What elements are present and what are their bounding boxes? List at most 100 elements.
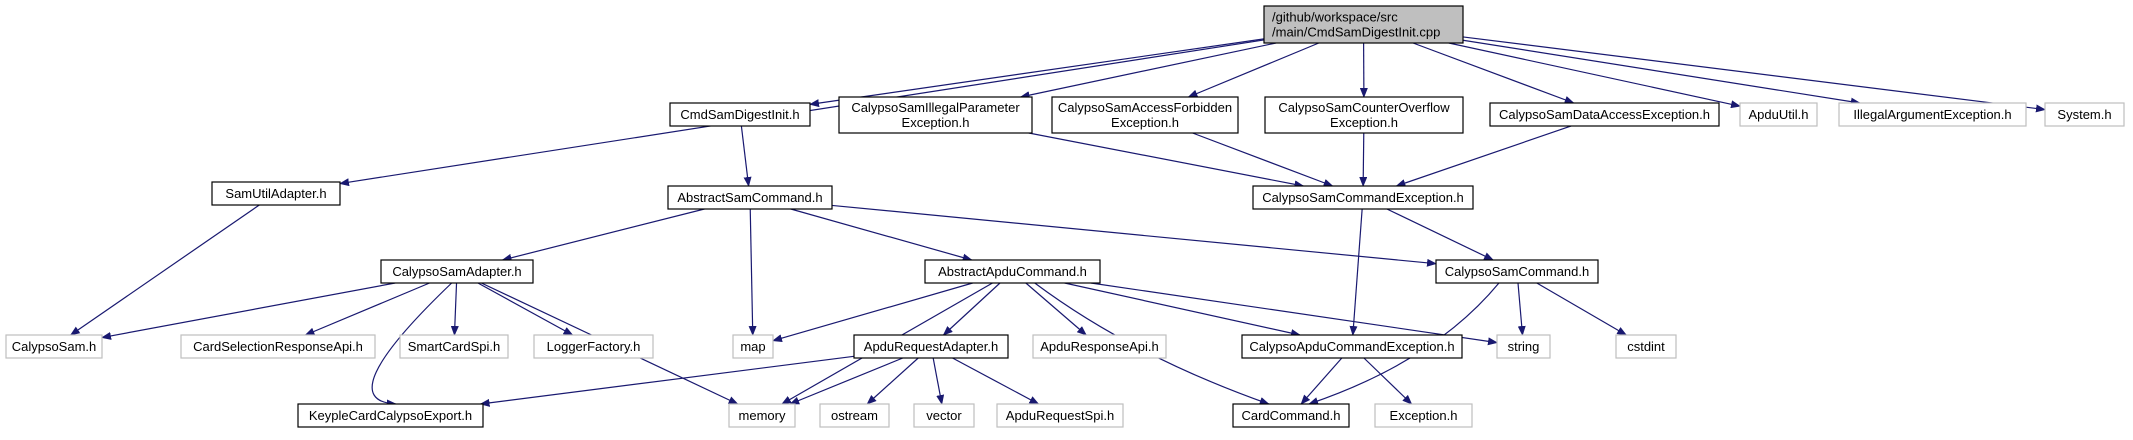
edge-apdurequestadapter-to-apdurequestspi [952,357,1040,405]
node-box [819,403,890,428]
node-label: CalypsoSamAccessForbidden [1058,100,1232,115]
node-box [1374,403,1473,428]
node-label: ApduRequestSpi.h [1006,408,1114,423]
node-label: ApduUtil.h [1749,107,1809,122]
node-root[interactable]: /github/workspace/src/main/CmdSamDigestI… [1263,5,1464,44]
node-cstdint: cstdint [1615,334,1677,359]
node-apduutil: ApduUtil.h [1739,102,1818,127]
node-box [1739,102,1818,127]
node-label: CalypsoSamIllegalParameter [851,100,1020,115]
node-box [996,403,1124,428]
node-box [533,334,654,359]
node-label: AbstractSamCommand.h [677,190,822,205]
node-illegalarg: IllegalArgumentException.h [1838,102,2027,127]
node-label: cstdint [1627,339,1665,354]
node-box [1615,334,1677,359]
edge-samadapter-to-cardselectionresponse [304,282,430,336]
edge-apducommandexception-to-cardcommand [1300,357,1343,405]
edge-apdurequestadapter-to-memory [789,357,904,405]
node-box [211,181,341,206]
edge-apdurequestadapter-to-keyplexport [479,355,855,407]
node-string: string [1496,334,1551,359]
node-apduresponseapi: ApduResponseApi.h [1032,334,1167,359]
node-box [1252,185,1474,210]
node-apdurequestadapter[interactable]: ApduRequestAdapter.h [853,334,1009,359]
node-label: IllegalArgumentException.h [1853,107,2011,122]
node-box [913,403,975,428]
node-label: System.h [2057,107,2111,122]
edge-abstractapducommand-to-map [772,282,973,343]
node-samutiladapter[interactable]: SamUtilAdapter.h [211,181,341,206]
node-apducommandexception[interactable]: CalypsoApduCommandException.h [1241,334,1463,359]
node-label: CalypsoSamCommand.h [1445,264,1590,279]
node-label: CalypsoApduCommandException.h [1249,339,1454,354]
node-box [1032,334,1167,359]
node-keyplexport[interactable]: KeypleCardCalypsoExport.h [297,403,484,428]
node-samcommand[interactable]: CalypsoSamCommand.h [1435,259,1599,284]
node-box [838,96,1033,134]
node-label: CmdSamDigestInit.h [680,107,799,122]
node-box [297,403,484,428]
node-label: SmartCardSpi.h [408,339,500,354]
node-label: Exception.h [1111,115,1179,130]
node-label: LoggerFactory.h [547,339,641,354]
node-label: AbstractApduCommand.h [938,264,1087,279]
edge-counteroverflow-to-samcommandexception [1359,132,1368,187]
node-label: Exception.h [902,115,970,130]
node-box [853,334,1009,359]
edge-samcommandexception-to-apducommandexception [1349,208,1363,336]
node-map: map [732,334,774,359]
edge-dataaccess-to-samcommandexception [1395,125,1572,187]
node-label: CardCommand.h [1242,408,1341,423]
node-box [1489,102,1720,127]
node-cmdsamdigestinit[interactable]: CmdSamDigestInit.h [669,102,811,127]
edge-root-to-illegalarg [1462,39,1861,106]
edge-samcommand-to-string [1517,282,1526,336]
node-label: CalypsoSamDataAccessException.h [1499,107,1710,122]
node-box [1496,334,1551,359]
node-label: map [740,339,765,354]
node-samadapter[interactable]: CalypsoSamAdapter.h [380,259,534,284]
edge-samutiladapter-to-calypsosam [69,204,260,336]
edge-samadapter-to-calypsosam [101,282,396,340]
edge-abstractsamcommand-to-map [748,208,757,336]
node-memory: memory [728,403,796,428]
edge-cmdsamdigestinit-to-abstractsamcommand [740,125,752,187]
edge-illegalparam-to-samcommandexception [1028,132,1305,189]
node-label: CardSelectionResponseApi.h [193,339,363,354]
node-box [669,102,811,127]
edge-abstractapducommand-to-apdurequestadapter [942,282,1001,336]
node-cardcommand[interactable]: CardCommand.h [1232,403,1350,428]
edge-abstractapducommand-to-apduresponseapi [1025,282,1087,336]
node-box [180,334,376,359]
edge-root-to-illegalparam [1019,42,1277,100]
edge-abstractapducommand-to-apducommandexception [1064,282,1301,337]
edge-root-to-accessforbidden [1187,42,1320,98]
node-box [5,334,103,359]
node-label: Exception.h [1330,115,1398,130]
edge-apdurequestadapter-to-vector [932,357,945,405]
node-abstractapducommand[interactable]: AbstractApduCommand.h [924,259,1101,284]
edge-samadapter-to-smartcardspi [450,282,459,336]
edge-root-to-apduutil [1448,42,1741,109]
node-samcommandexception[interactable]: CalypsoSamCommandException.h [1252,185,1474,210]
node-label: SamUtilAdapter.h [225,186,326,201]
node-label: KeypleCardCalypsoExport.h [309,408,472,423]
edge-root-to-system [1462,36,2046,113]
edge-apducommandexception-to-exception [1363,357,1413,405]
node-abstractsamcommand[interactable]: AbstractSamCommand.h [667,185,833,210]
node-label: ApduResponseApi.h [1040,339,1159,354]
node-ostream: ostream [819,403,890,428]
node-box [1838,102,2027,127]
node-box [399,334,509,359]
node-box [1263,5,1464,44]
edge-abstractsamcommand-to-abstractapducommand [790,208,973,262]
node-dataaccess[interactable]: CalypsoSamDataAccessException.h [1489,102,1720,127]
node-label: ostream [831,408,878,423]
edge-abstractsamcommand-to-samadapter [501,208,705,262]
node-label: CalypsoSam.h [12,339,97,354]
node-box [667,185,833,210]
